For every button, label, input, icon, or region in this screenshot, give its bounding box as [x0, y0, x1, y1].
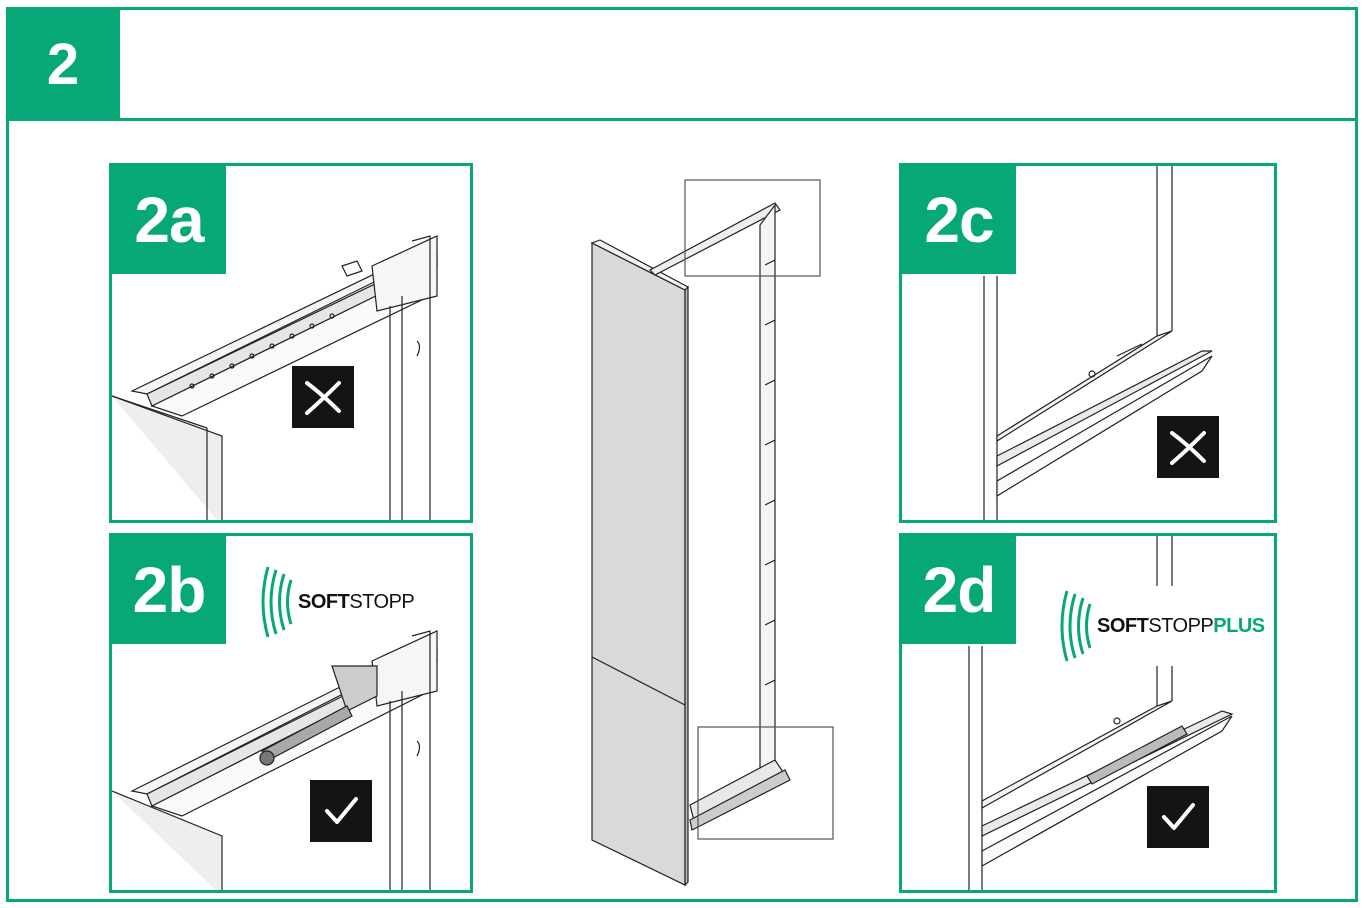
check-mark-icon — [1147, 786, 1209, 848]
header-bar — [6, 7, 1358, 121]
step-number-badge: 2 — [6, 7, 120, 121]
panel-label-2c: 2c — [902, 166, 1016, 274]
rail-drawing-2b — [112, 630, 438, 890]
panel-label-2d: 2d — [902, 536, 1016, 644]
rail-drawing-2c — [983, 166, 1213, 520]
rail-drawing-2d — [968, 536, 1234, 890]
check-mark-icon — [310, 780, 372, 842]
softstopp-logo: SOFTSTOPP — [258, 562, 415, 642]
panel-2b: 2b SOFTSTOPP — [109, 533, 473, 893]
panel-2c: 2c — [899, 163, 1277, 523]
panel-label-2a: 2a — [112, 166, 226, 274]
softstopp-logo-icon — [1060, 590, 1092, 662]
softstopp-logo-icon — [261, 566, 293, 638]
softstopp-plus-logo: SOFTSTOPPPLUS — [1057, 586, 1265, 666]
cross-mark-icon — [1157, 416, 1219, 478]
softstopp-plus-wordmark: SOFTSTOPPPLUS — [1097, 614, 1265, 637]
panel-label-2b: 2b — [112, 536, 226, 644]
instruction-frame — [6, 7, 1358, 902]
panel-2a: 2a — [109, 163, 473, 523]
panel-2d: 2d SOFTSTOPPPLUS — [899, 533, 1277, 893]
rail-drawing-2a — [112, 235, 438, 520]
cabinet-pullout-illustration — [590, 179, 834, 887]
cross-mark-icon — [292, 366, 354, 428]
softstopp-wordmark: SOFTSTOPP — [298, 590, 415, 613]
